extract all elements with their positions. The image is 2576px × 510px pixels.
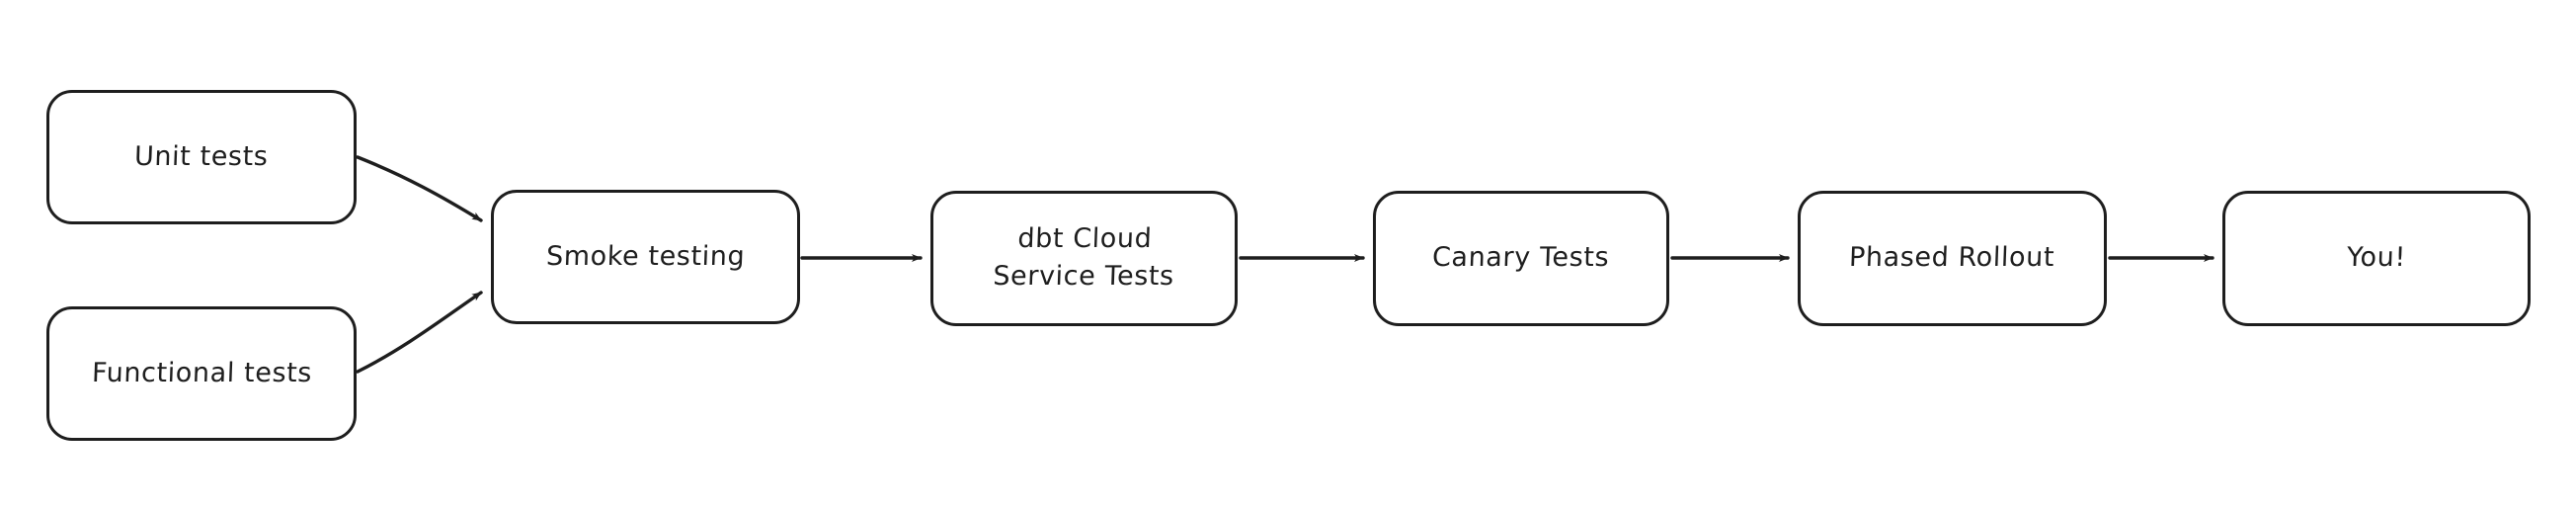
node-label-dbt-cloud-service-tests: dbt Cloud Service Tests — [992, 223, 1175, 293]
edge-unit-tests-to-smoke-testing — [356, 155, 483, 222]
edge-functional-tests-to-smoke-testing — [356, 291, 483, 374]
node-canary-tests[interactable]: Canary Tests — [1373, 191, 1669, 326]
node-unit-tests[interactable]: Unit tests — [46, 90, 357, 224]
node-label-functional-tests: Functional tests — [90, 357, 313, 388]
node-smoke-testing[interactable]: Smoke testing — [491, 190, 800, 324]
node-you[interactable]: You! — [2222, 191, 2531, 326]
node-label-unit-tests: Unit tests — [133, 140, 270, 172]
node-label-phased-rollout: Phased Rollout — [1848, 242, 2056, 274]
node-phased-rollout[interactable]: Phased Rollout — [1798, 191, 2107, 326]
node-label-you: You! — [2346, 242, 2407, 274]
node-functional-tests[interactable]: Functional tests — [46, 306, 357, 441]
node-dbt-cloud-service-tests[interactable]: dbt Cloud Service Tests — [930, 191, 1238, 326]
node-label-canary-tests: Canary Tests — [1431, 242, 1611, 274]
node-label-smoke-testing: Smoke testing — [545, 240, 746, 272]
